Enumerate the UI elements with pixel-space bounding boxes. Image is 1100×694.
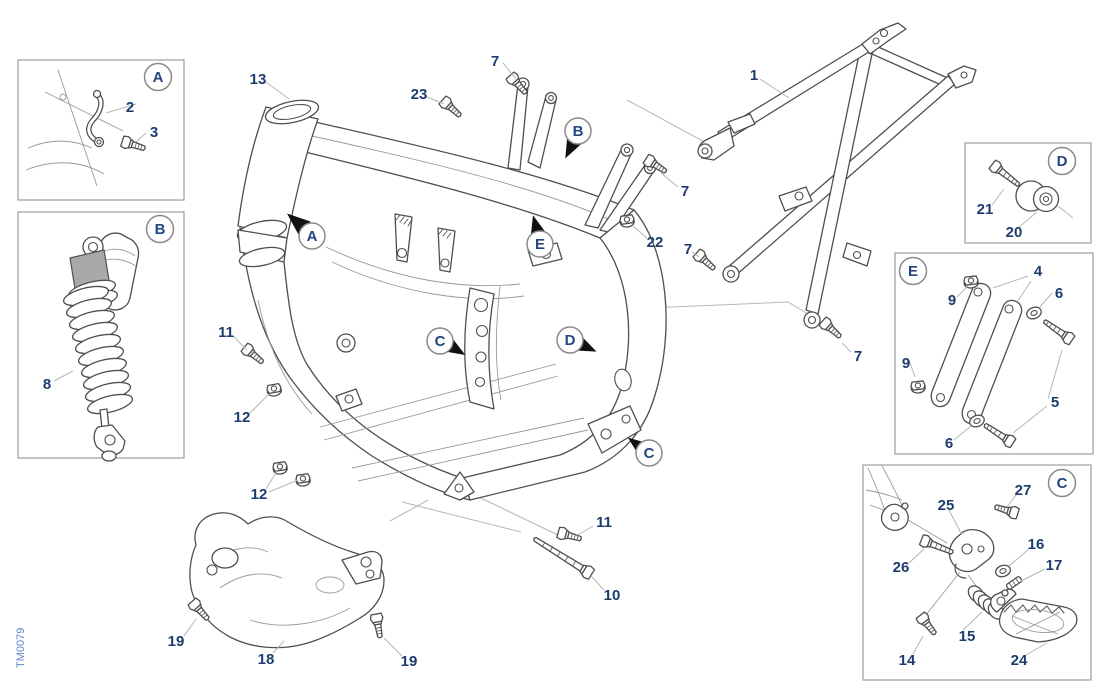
- bolt-part-drawing: [992, 500, 1021, 521]
- inset-box-b: [17, 211, 185, 462]
- label-18: 18: [258, 651, 275, 668]
- label-8: 8: [43, 376, 51, 393]
- marker-letter-d: D: [565, 332, 576, 349]
- skid-plate-drawing: [189, 512, 385, 649]
- main-frame-drawing: [236, 77, 667, 501]
- inset-letter-e: E: [908, 263, 918, 280]
- label-27: 27: [1015, 482, 1032, 499]
- bolt-part-drawing: [987, 158, 1024, 191]
- label-9-upper: 9: [948, 292, 956, 309]
- label-3: 3: [150, 124, 158, 141]
- label-13: 13: [250, 71, 267, 88]
- nut-part-drawing: [265, 382, 283, 398]
- rear-subframe-drawing: [697, 22, 977, 329]
- long-bolt-part-drawing: [529, 532, 596, 581]
- nut-part-drawing: [909, 380, 927, 395]
- inset-box-d: [964, 142, 1092, 244]
- bolt-part-drawing: [437, 94, 466, 122]
- label-4: 4: [1034, 263, 1043, 280]
- marker-letter-c2: C: [644, 445, 655, 462]
- label-21: 21: [977, 201, 994, 218]
- inset-box-c: [862, 464, 1092, 681]
- label-7-right: 7: [681, 183, 689, 200]
- label-14: 14: [899, 652, 916, 669]
- inset-box-a: [17, 59, 185, 201]
- bolt-part-drawing: [691, 247, 720, 275]
- label-25: 25: [938, 497, 955, 514]
- bolt-part-drawing: [817, 315, 846, 343]
- part-number-labels: 7 13 23 1 7 22 7 7 11 12 12 11 10 19 18 …: [43, 53, 1063, 670]
- chain-roller-drawing: [1015, 180, 1074, 219]
- bolt-part-drawing: [980, 418, 1018, 450]
- watermark-code: TM0079: [15, 628, 27, 668]
- label-12-upper: 12: [234, 409, 251, 426]
- label-7-low: 7: [854, 348, 862, 365]
- label-7-top: 7: [491, 53, 499, 70]
- label-12-lower: 12: [251, 486, 268, 503]
- label-6-upper: 6: [1055, 285, 1063, 302]
- pin-part-drawing: [1005, 576, 1023, 590]
- label-9-lower: 9: [902, 355, 910, 372]
- label-11-left: 11: [218, 324, 234, 341]
- label-26: 26: [893, 559, 910, 576]
- marker-letter-b: B: [573, 123, 584, 140]
- label-15: 15: [959, 628, 976, 645]
- label-23: 23: [411, 86, 428, 103]
- bolt-part-drawing: [119, 134, 148, 156]
- label-10: 10: [604, 587, 621, 604]
- label-5: 5: [1051, 394, 1059, 411]
- label-2: 2: [126, 99, 134, 116]
- marker-letter-a: A: [307, 228, 318, 245]
- inset-letters: A B D E C: [143, 62, 1077, 498]
- inset-letter-a: A: [153, 69, 164, 86]
- shock-absorber-drawing: [62, 232, 140, 462]
- inset-letter-d: D: [1057, 153, 1068, 170]
- shock-spring-coils: [62, 285, 134, 415]
- bolt-part-drawing: [239, 341, 268, 368]
- label-17: 17: [1046, 557, 1063, 574]
- bolt-part-drawing: [1039, 315, 1077, 347]
- label-1: 1: [750, 67, 758, 84]
- label-19-left: 19: [168, 633, 185, 650]
- inset-letter-b: B: [155, 221, 166, 238]
- label-6-lower: 6: [945, 435, 953, 452]
- inset-box-e: [894, 252, 1094, 455]
- label-19-right: 19: [401, 653, 418, 670]
- bolt-part-drawing: [914, 610, 941, 639]
- label-11-bottom: 11: [596, 514, 612, 531]
- label-16: 16: [1028, 536, 1045, 553]
- label-22: 22: [647, 234, 664, 251]
- label-20: 20: [1006, 224, 1023, 241]
- callout-leader-lines: [53, 62, 1063, 657]
- nut-part-drawing: [962, 275, 980, 290]
- nut-part-drawing: [271, 460, 289, 476]
- footpeg-drawing: [990, 588, 1078, 643]
- footpeg-bracket-drawing: [948, 529, 995, 579]
- bolt-part-drawing: [555, 525, 584, 546]
- label-7-mid: 7: [684, 241, 692, 258]
- section-markers: A B E C D C: [287, 117, 663, 467]
- marker-letter-c1: C: [435, 333, 446, 350]
- bolt-part-drawing: [369, 612, 387, 640]
- washer-part-drawing: [1024, 304, 1044, 322]
- label-24: 24: [1011, 652, 1028, 669]
- marker-letter-e: E: [535, 236, 545, 253]
- inset-letter-c: C: [1057, 475, 1068, 492]
